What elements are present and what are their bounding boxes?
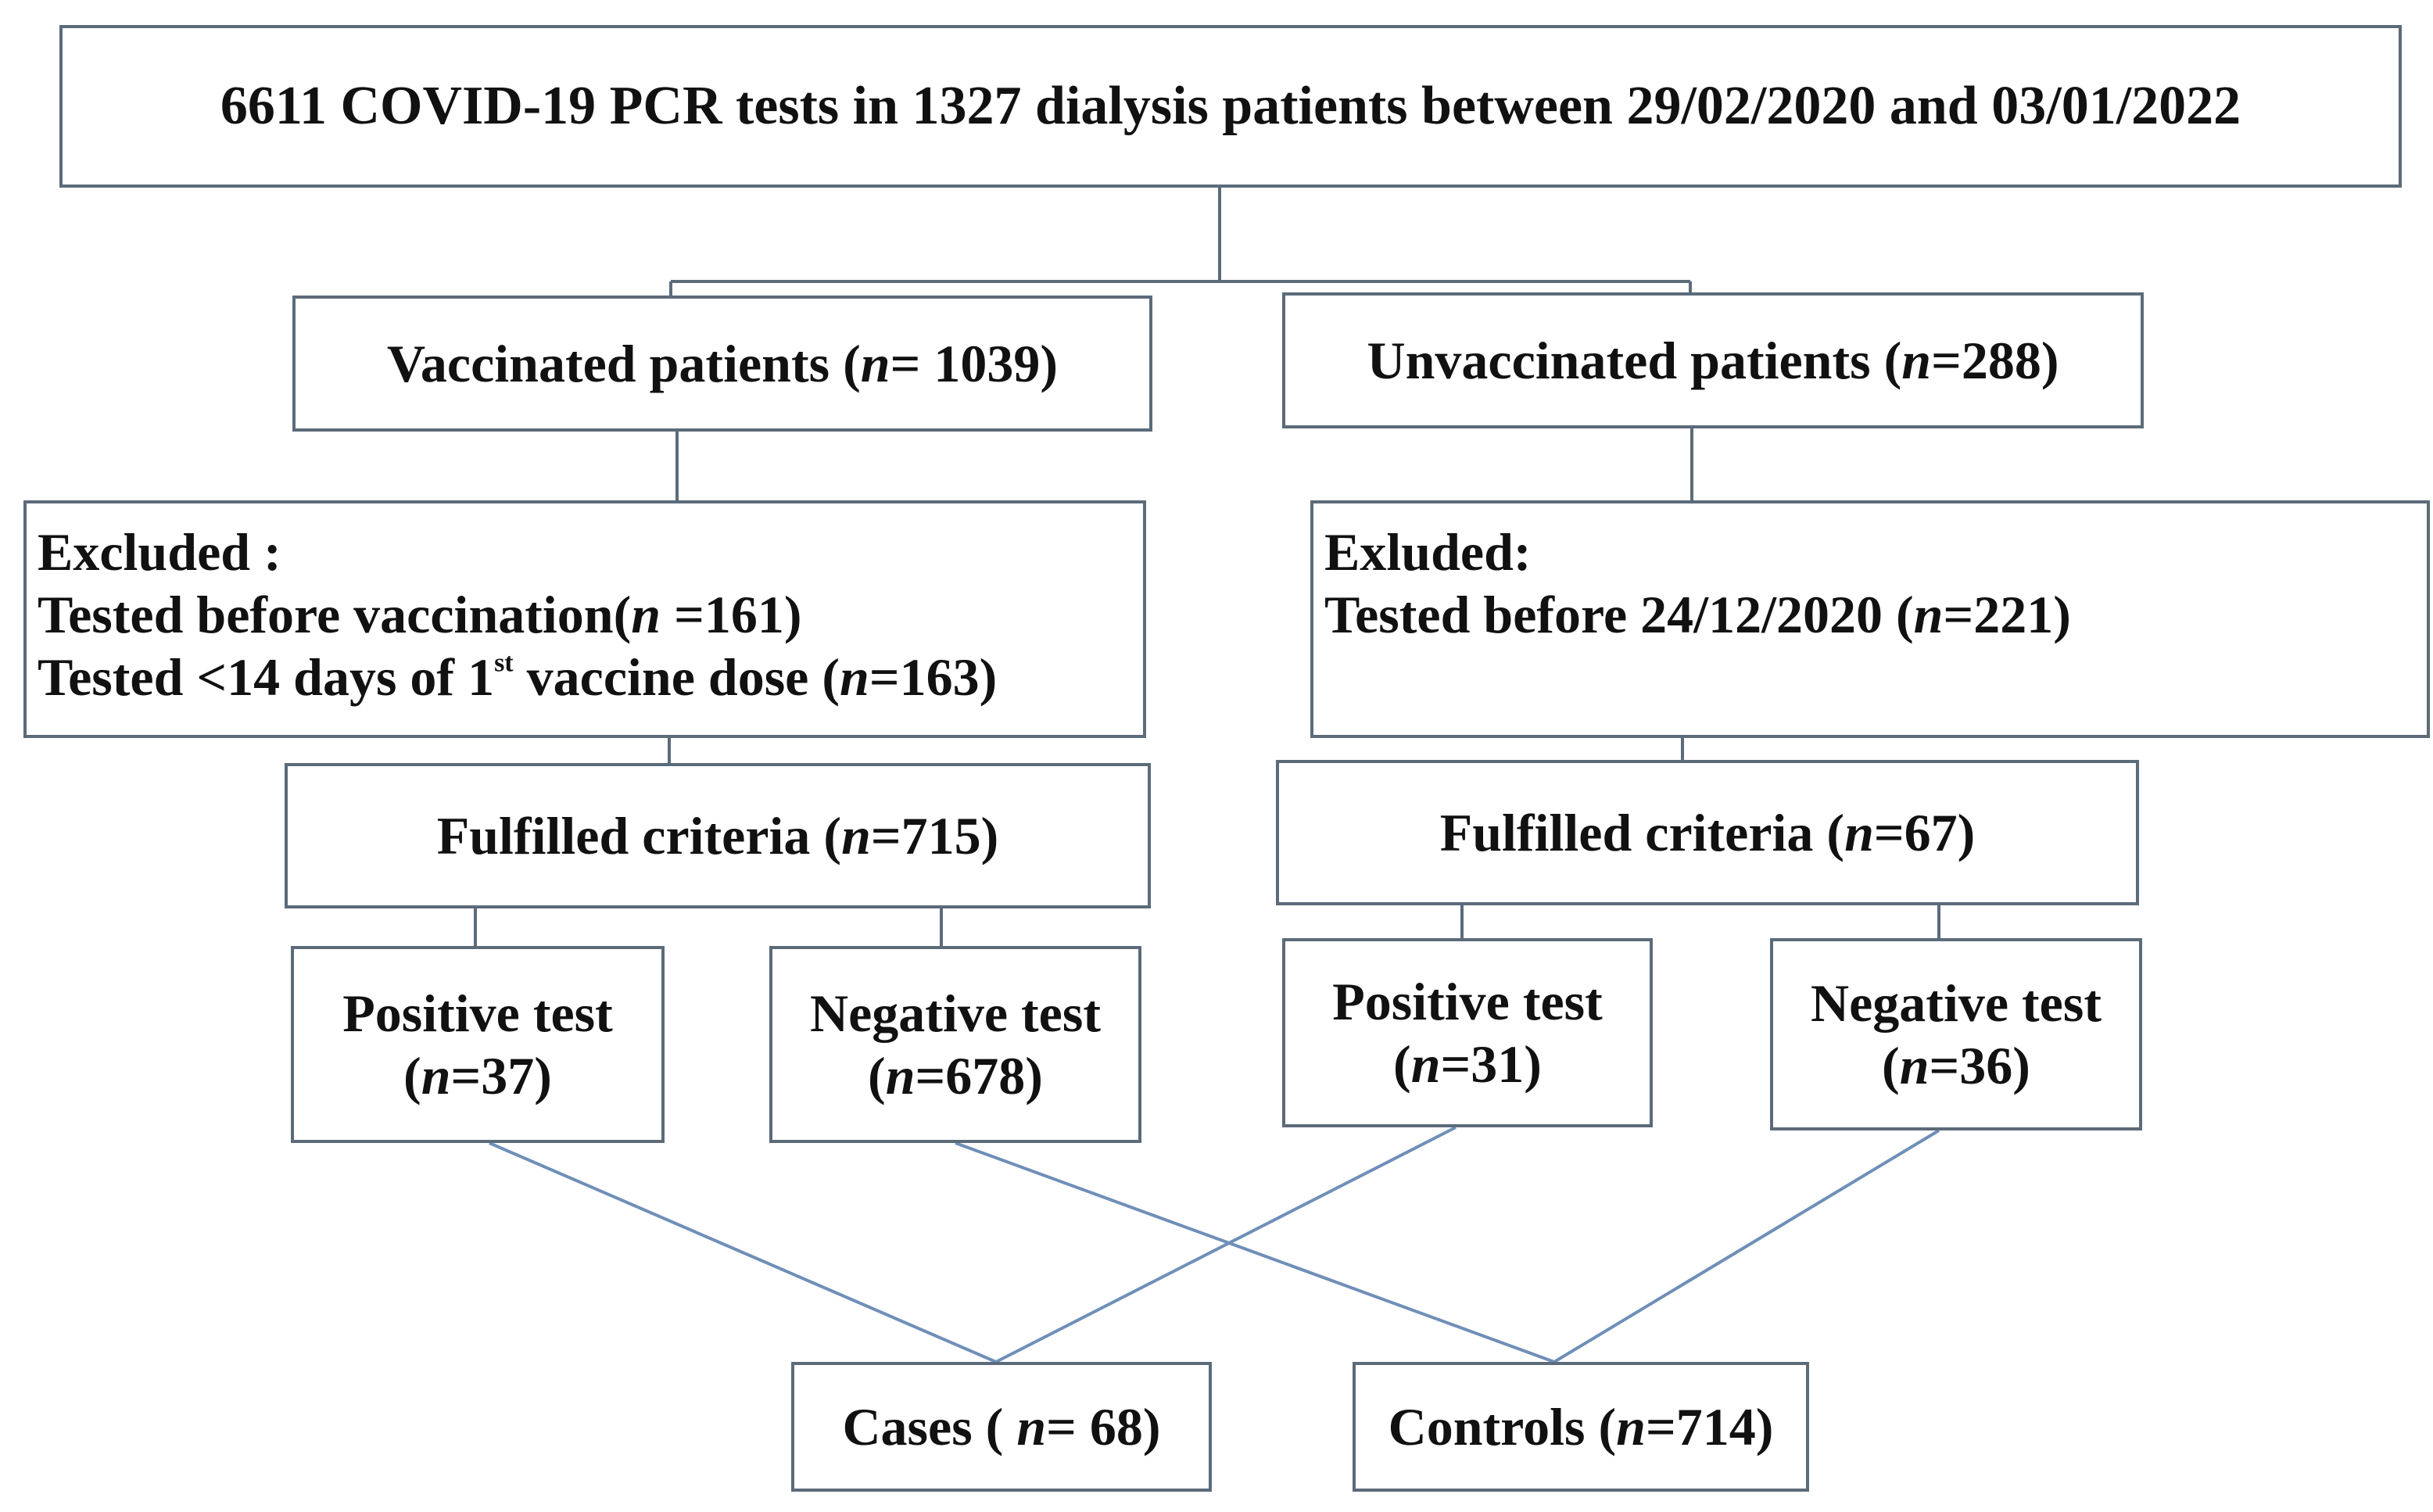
fulfilled-unvaccinated-count: 67: [1904, 802, 1958, 862]
vaccinated-count: 1039: [933, 333, 1041, 393]
cases-label: Cases: [842, 1396, 973, 1456]
n-symbol: n: [1844, 802, 1874, 862]
connector-positive-unvacc-to-cases: [995, 1126, 1457, 1363]
fulfilled-unvaccinated-label: Fulfilled criteria: [1439, 802, 1814, 862]
excluded-unvaccinated-heading: Exluded:: [1324, 522, 1532, 582]
controls-count: 714: [1675, 1396, 1756, 1456]
excluded-vaccinated-line2: Tested <14 days of 1st vaccine dose (n=1…: [38, 647, 998, 708]
fulfilled-vaccinated-count: 715: [901, 805, 981, 865]
vaccinated-text: Vaccinated patients (n= 1039): [387, 333, 1058, 393]
negative-vaccinated-count: 678: [945, 1046, 1026, 1105]
excluded-vaccinated-box: Excluded : Tested before vaccination(n =…: [23, 500, 1146, 738]
vaccinated-label: Vaccinated patients: [387, 333, 830, 393]
unvaccinated-count: 288: [1961, 330, 2041, 390]
excluded-unvaccinated-line1-label: Tested before 24/12/2020 (: [1324, 585, 1914, 645]
n-symbol: n: [841, 805, 871, 865]
n-symbol: n: [840, 647, 869, 708]
positive-vaccinated-count-line: (n=37): [403, 1046, 552, 1105]
negative-vaccinated-count-line: (n=678): [868, 1046, 1043, 1105]
positive-vaccinated-label: Positive test: [342, 983, 613, 1043]
vaccinated-patients-box: Vaccinated patients (n= 1039): [292, 296, 1152, 432]
n-symbol: n: [1899, 1036, 1930, 1095]
n-symbol: n: [1901, 330, 1932, 390]
ordinal-suffix: st: [494, 648, 514, 678]
connector-negative-unvacc-to-controls: [1553, 1129, 1940, 1363]
root-text: 6611 COVID-19 PCR tests in 1327 dialysis…: [220, 75, 2241, 136]
controls-text: Controls (n=714): [1388, 1396, 1774, 1456]
fulfilled-vaccinated-label: Fulfilled criteria: [436, 805, 811, 865]
connector-positive-vacc-to-cases: [489, 1141, 997, 1363]
positive-test-unvaccinated-box: Positive test (n=31): [1282, 938, 1653, 1127]
fulfilled-vaccinated-text: Fulfilled criteria (n=715): [436, 805, 999, 865]
fulfilled-criteria-vaccinated-box: Fulfilled criteria (n=715): [285, 763, 1151, 908]
n-symbol: n: [1616, 1396, 1646, 1456]
positive-unvaccinated-count-line: (n=31): [1393, 1034, 1542, 1094]
excluded-unvaccinated-line1-count: 221: [1973, 585, 2054, 645]
controls-box: Controls (n=714): [1353, 1362, 1809, 1492]
negative-unvaccinated-label: Negative test: [1811, 973, 2102, 1033]
negative-unvaccinated-count: 36: [1959, 1036, 2013, 1095]
excluded-unvaccinated-box: Exluded: Tested before 24/12/2020 (n=221…: [1310, 500, 2430, 738]
n-symbol: n: [1913, 585, 1944, 645]
excluded-vaccinated-line1-count: 161: [704, 585, 784, 645]
positive-test-vaccinated-box: Positive test (n=37): [291, 946, 665, 1143]
n-symbol: n: [631, 585, 661, 645]
excluded-vaccinated-line2-label-post: vaccine dose (: [513, 647, 840, 708]
excluded-vaccinated-line1-label: Tested before vaccination(: [38, 585, 632, 645]
negative-test-vaccinated-box: Negative test (n=678): [769, 946, 1141, 1143]
connector-negative-vacc-to-controls: [955, 1141, 1555, 1363]
fulfilled-unvaccinated-text: Fulfilled criteria (n=67): [1439, 802, 1976, 862]
positive-unvaccinated-count: 31: [1471, 1034, 1525, 1094]
n-symbol: n: [1016, 1396, 1047, 1456]
root-box-total-tests: 6611 COVID-19 PCR tests in 1327 dialysis…: [59, 25, 2402, 188]
unvaccinated-patients-box: Unvaccinated patients (n=288): [1282, 292, 2144, 428]
excluded-vaccinated-line2-label: Tested <14 days of 1: [38, 647, 495, 708]
cases-text: Cases ( n= 68): [842, 1396, 1161, 1456]
unvaccinated-label: Unvaccinated patients: [1367, 330, 1871, 390]
n-symbol: n: [1410, 1034, 1441, 1094]
excluded-vaccinated-line2-count: 163: [899, 647, 980, 708]
negative-test-unvaccinated-box: Negative test (n=36): [1770, 938, 2142, 1130]
excluded-unvaccinated-line1: Tested before 24/12/2020 (n=221): [1324, 585, 2071, 645]
n-symbol: n: [421, 1046, 451, 1105]
unvaccinated-text: Unvaccinated patients (n=288): [1367, 330, 2059, 390]
excluded-vaccinated-line1: Tested before vaccination(n =161): [38, 585, 802, 645]
negative-vaccinated-label: Negative test: [810, 983, 1101, 1043]
cases-count: 68: [1089, 1396, 1143, 1456]
positive-unvaccinated-label: Positive test: [1332, 971, 1603, 1031]
n-symbol: n: [885, 1046, 916, 1105]
negative-unvaccinated-count-line: (n=36): [1882, 1036, 2030, 1095]
n-symbol: n: [860, 333, 890, 393]
excluded-vaccinated-heading: Excluded :: [38, 522, 281, 582]
positive-vaccinated-count: 37: [481, 1046, 535, 1105]
controls-label: Controls: [1388, 1396, 1586, 1456]
fulfilled-criteria-unvaccinated-box: Fulfilled criteria (n=67): [1276, 760, 2139, 905]
cases-box: Cases ( n= 68): [791, 1362, 1212, 1492]
